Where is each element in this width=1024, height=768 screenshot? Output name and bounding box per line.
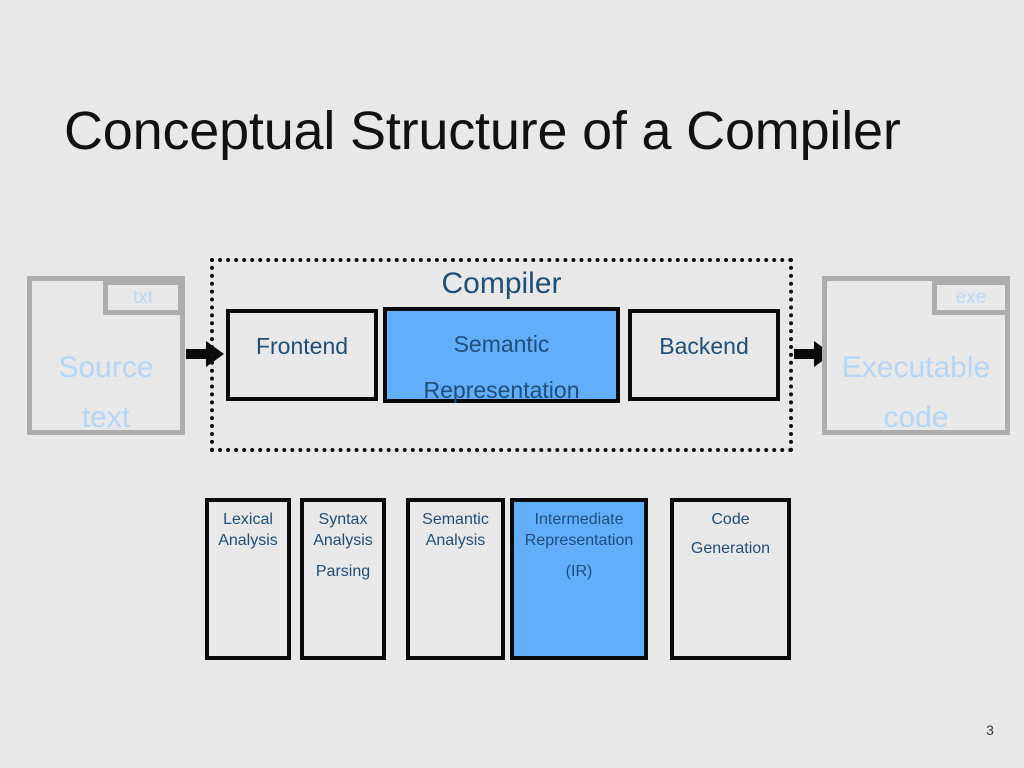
phase-intermediate-representation[interactable]: Intermediate Representation (IR) xyxy=(510,498,648,660)
phase-syntax-analysis-line3: Parsing xyxy=(315,563,371,580)
phase-semantic-analysis-line1: Semantic xyxy=(422,511,489,528)
phase-code-generation[interactable]: Code Generation xyxy=(670,498,791,660)
source-document-line2: text xyxy=(81,401,131,434)
phase-intermediate-representation-line1: Intermediate xyxy=(534,511,624,528)
phase-semantic-analysis-line2: Analysis xyxy=(425,532,486,549)
compiler-title: Compiler xyxy=(441,267,562,300)
page-number: 3 xyxy=(986,722,994,738)
arrow-compiler-to-executable xyxy=(794,341,832,367)
arrow-source-to-compiler xyxy=(186,341,224,367)
phase-code-generation-spacer xyxy=(674,530,787,538)
stage-backend[interactable]: Backend xyxy=(628,309,780,401)
source-document-extension-tab: txt xyxy=(103,280,183,315)
phase-syntax-analysis-spacer xyxy=(304,551,382,561)
stage-frontend-label: Frontend xyxy=(255,333,349,359)
phase-lexical-analysis-line1: Lexical xyxy=(223,511,273,528)
executable-document-extension-tab: exe xyxy=(932,280,1010,315)
phase-intermediate-representation-line2: Representation xyxy=(524,532,634,549)
phase-semantic-analysis[interactable]: Semantic Analysis xyxy=(406,498,505,660)
stage-semantic-representation-line1: Semantic xyxy=(453,331,550,357)
compiler-container xyxy=(210,258,793,452)
phase-code-generation-line1: Code xyxy=(711,511,750,528)
phase-syntax-analysis-line2: Analysis xyxy=(313,532,373,549)
stage-frontend[interactable]: Frontend xyxy=(226,309,378,401)
phase-lexical-analysis-line2: Analysis xyxy=(218,532,278,549)
phase-lexical-analysis[interactable]: Lexical Analysis xyxy=(205,498,291,660)
phase-intermediate-representation-line3: (IR) xyxy=(565,563,593,580)
page-title: Conceptual Structure of a Compiler xyxy=(64,101,901,161)
phase-intermediate-representation-spacer xyxy=(514,551,644,561)
source-document-line1: Source xyxy=(58,351,154,384)
phase-syntax-analysis-line1: Syntax xyxy=(318,511,368,528)
stage-semantic-representation-line2: Representation xyxy=(423,377,580,403)
executable-document-line2: code xyxy=(883,401,949,434)
stage-semantic-representation[interactable]: Semantic Representation xyxy=(383,307,620,403)
phase-syntax-analysis[interactable]: Syntax Analysis Parsing xyxy=(300,498,386,660)
stage-backend-label: Backend xyxy=(659,333,749,359)
executable-document-line1: Executable xyxy=(841,351,991,384)
phase-code-generation-line2: Generation xyxy=(690,540,771,557)
